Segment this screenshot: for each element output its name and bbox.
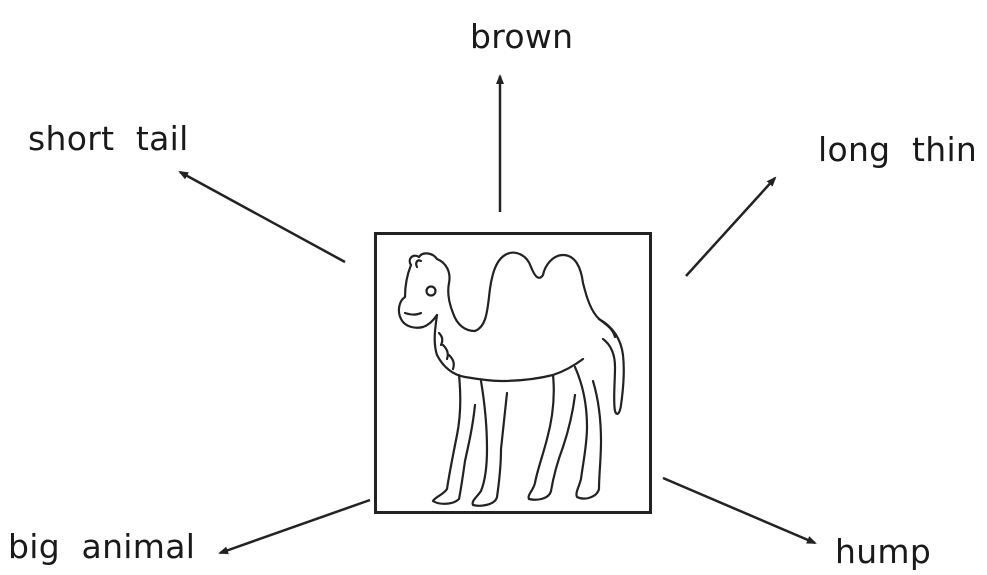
arrow-to-long-thin	[686, 178, 775, 276]
camel-icon	[377, 235, 649, 511]
label-brown: brown	[470, 20, 573, 53]
label-hump: hump	[835, 535, 931, 568]
arrow-to-big-animal	[220, 500, 370, 553]
arrow-to-short-tail	[180, 172, 345, 262]
camel-picture-frame	[374, 232, 652, 514]
label-long-thin: long thin	[818, 133, 977, 166]
label-big-animal: big animal	[8, 530, 195, 563]
arrow-to-hump	[663, 478, 815, 543]
label-short-tail: short tail	[28, 122, 189, 155]
